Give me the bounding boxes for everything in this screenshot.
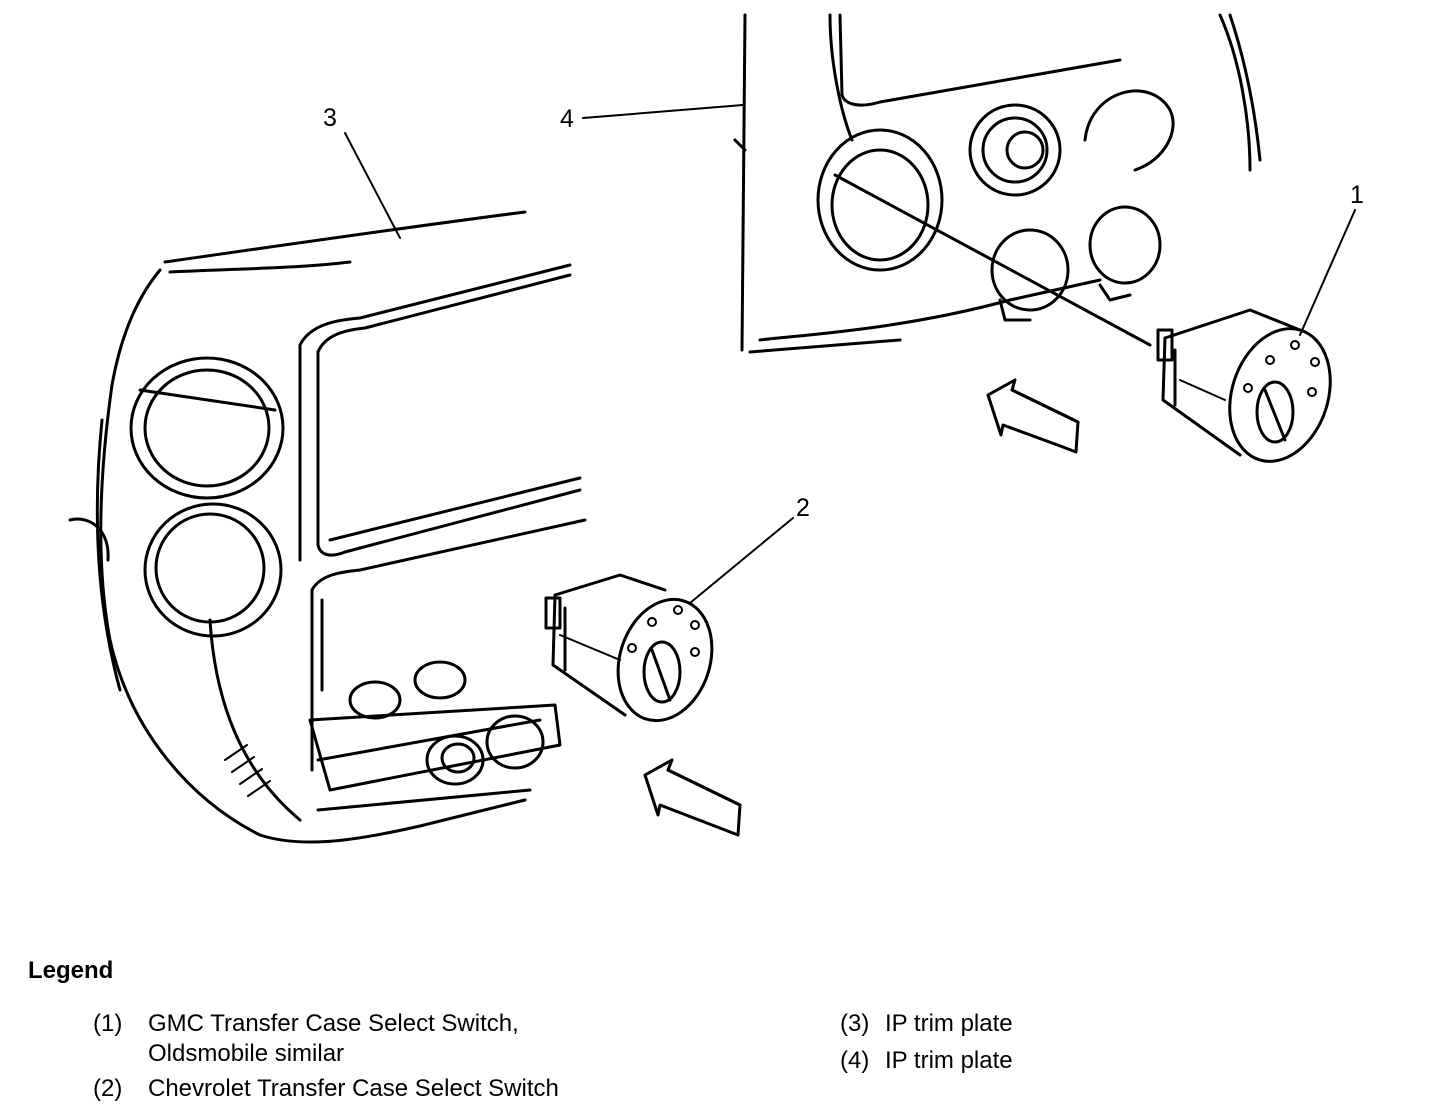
callout-3: 3 [323, 104, 337, 132]
legend-item-text: IP trim plate [885, 1010, 1013, 1037]
callout-2: 2 [796, 494, 810, 522]
legend-item-number: (3) [840, 1010, 870, 1037]
leader-line-4 [582, 104, 744, 119]
ip-trim-plate-left [68, 210, 587, 844]
callout-4: 4 [560, 105, 574, 133]
legend-item-number: (2) [93, 1075, 123, 1102]
direction-arrow-left [643, 758, 742, 837]
legend-item-text: IP trim plate [885, 1047, 1013, 1074]
legend-item-text: Chevrolet Transfer Case Select Switch [148, 1075, 559, 1102]
legend-item-text: GMC Transfer Case Select Switch, [148, 1010, 519, 1037]
legend-item-number: (1) [93, 1010, 123, 1037]
leader-line-1 [1299, 209, 1356, 336]
legend-title: Legend [28, 957, 114, 984]
leader-line-2 [689, 517, 794, 604]
direction-arrow-right [986, 378, 1080, 454]
leader-line-3 [344, 132, 401, 239]
ip-trim-plate-right [733, 13, 1262, 354]
chevrolet-transfer-case-switch [544, 573, 714, 723]
gmc-transfer-case-switch [1156, 308, 1332, 463]
exploded-view-diagram: 3 4 2 1 [68, 13, 1364, 844]
callout-1: 1 [1350, 181, 1364, 209]
legend-item-number: (4) [840, 1047, 870, 1074]
legend-item-text-line2: Oldsmobile similar [148, 1040, 345, 1067]
